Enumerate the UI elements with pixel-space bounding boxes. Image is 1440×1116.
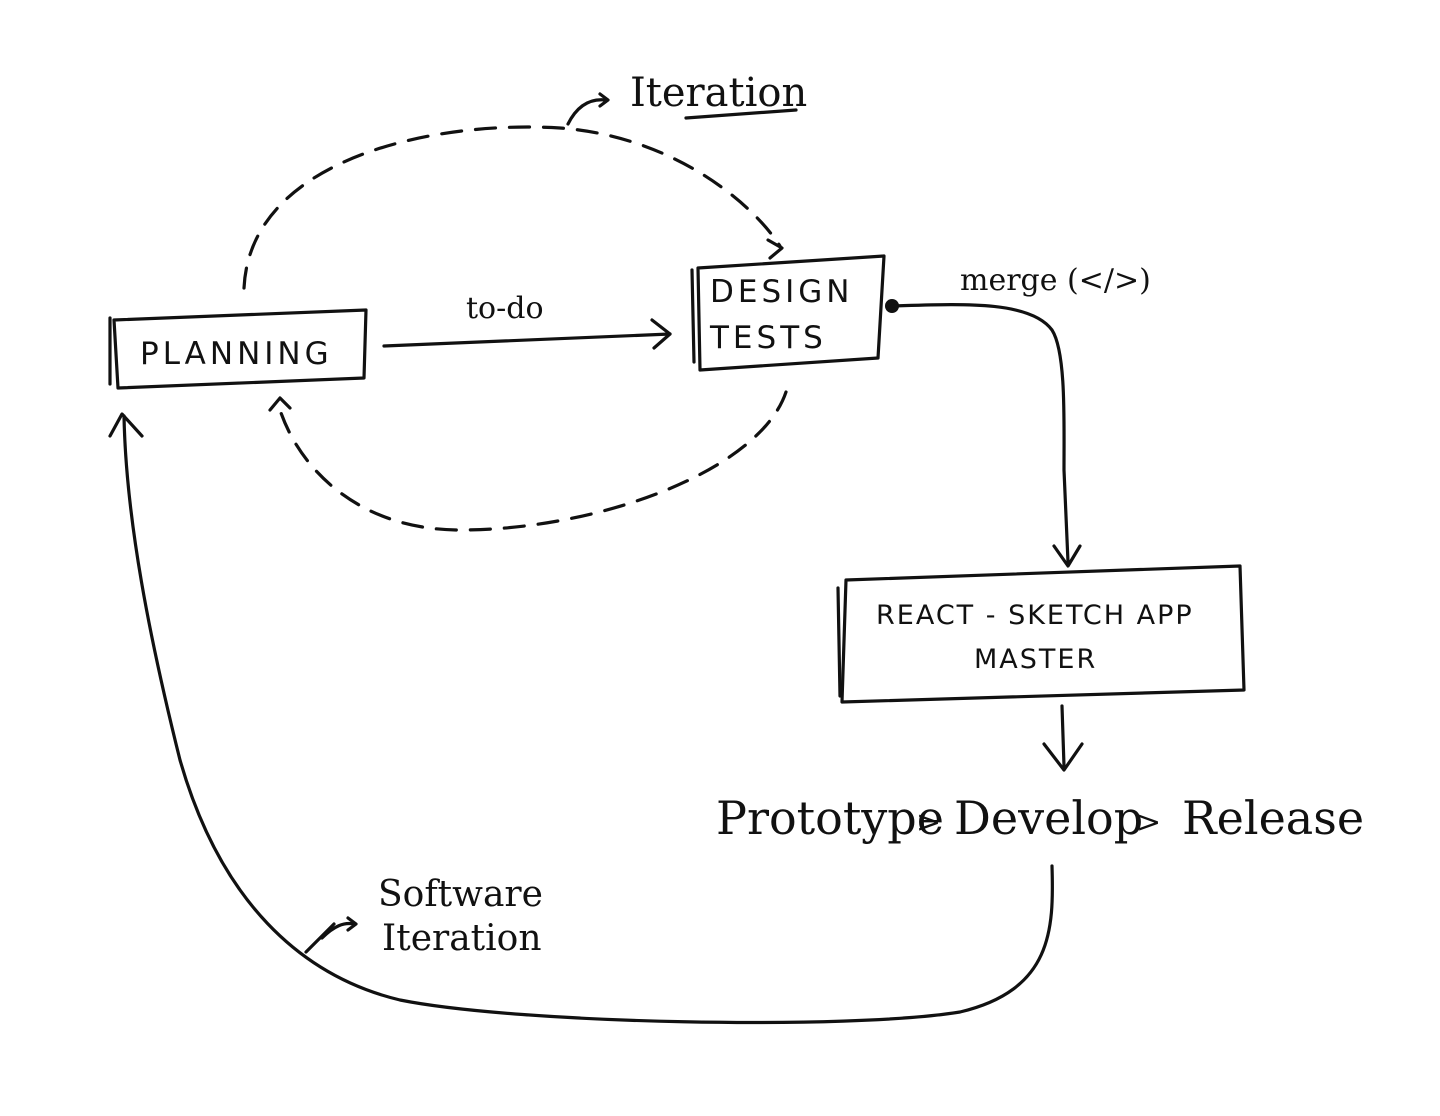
todo-arrow-head bbox=[650, 318, 672, 350]
react-sketchapp-box bbox=[840, 564, 1246, 704]
todo-edge: to-do bbox=[382, 291, 672, 350]
iteration-loop-top-arrowhead bbox=[766, 238, 784, 260]
software-iteration-tick bbox=[304, 922, 336, 954]
planning-label: PLANNING bbox=[140, 336, 333, 372]
todo-label: to-do bbox=[466, 291, 544, 326]
design-tests-label-line2: TESTS bbox=[709, 320, 827, 356]
software-iteration-pointer bbox=[320, 921, 356, 940]
iteration-loop-bottom bbox=[278, 390, 788, 532]
design-tests-box-edge bbox=[690, 268, 696, 364]
iteration-label: Iteration bbox=[630, 70, 807, 116]
todo-arrow-line bbox=[382, 332, 672, 348]
iteration-loop-bottom-arrowhead bbox=[268, 396, 292, 412]
pipeline-release: Release bbox=[1182, 791, 1364, 845]
master-down-arrowhead bbox=[1042, 742, 1084, 772]
iteration-underline bbox=[684, 108, 798, 120]
merge-label: merge (</>) bbox=[960, 263, 1151, 298]
software-iteration-label-line2: Iteration bbox=[382, 918, 542, 959]
pipeline: Prototype > Develop > Release bbox=[716, 791, 1364, 845]
planning-box bbox=[112, 308, 368, 390]
iteration-pointer bbox=[566, 98, 608, 126]
react-sketchapp-box-edge bbox=[836, 586, 842, 698]
software-iteration-arrowhead bbox=[108, 412, 144, 438]
master-to-pipeline-edge bbox=[1042, 704, 1084, 772]
software-iteration-label-line1: Software bbox=[378, 874, 543, 915]
design-tests-label-line1: DESIGN bbox=[710, 274, 854, 310]
pipeline-separator-1: > bbox=[916, 805, 941, 840]
react-sketchapp-label-line2: MASTER bbox=[974, 644, 1097, 675]
react-sketchapp-label-line1: REACT - SKETCH APP bbox=[876, 600, 1194, 631]
iteration-loop: Iteration bbox=[242, 70, 807, 532]
merge-path bbox=[890, 303, 1070, 564]
merge-arrowhead bbox=[1052, 544, 1082, 568]
pipeline-separator-2: > bbox=[1136, 805, 1161, 840]
design-tests-box bbox=[696, 254, 886, 372]
react-sketchapp-node: REACT - SKETCH APP MASTER bbox=[836, 564, 1246, 704]
master-down-line bbox=[1060, 704, 1066, 768]
software-iteration-path bbox=[122, 414, 1054, 1025]
software-iteration-pointer-head bbox=[346, 916, 358, 932]
iteration-pointer-head bbox=[598, 92, 610, 108]
software-iteration-loop: Software Iteration bbox=[108, 412, 1054, 1025]
pipeline-develop: Develop bbox=[954, 791, 1143, 845]
pipeline-prototype: Prototype bbox=[716, 791, 944, 845]
design-tests-node: DESIGN TESTS bbox=[690, 254, 886, 372]
iteration-loop-top bbox=[242, 125, 782, 290]
planning-node: PLANNING bbox=[108, 308, 368, 390]
merge-edge: merge (</>) bbox=[885, 263, 1151, 568]
